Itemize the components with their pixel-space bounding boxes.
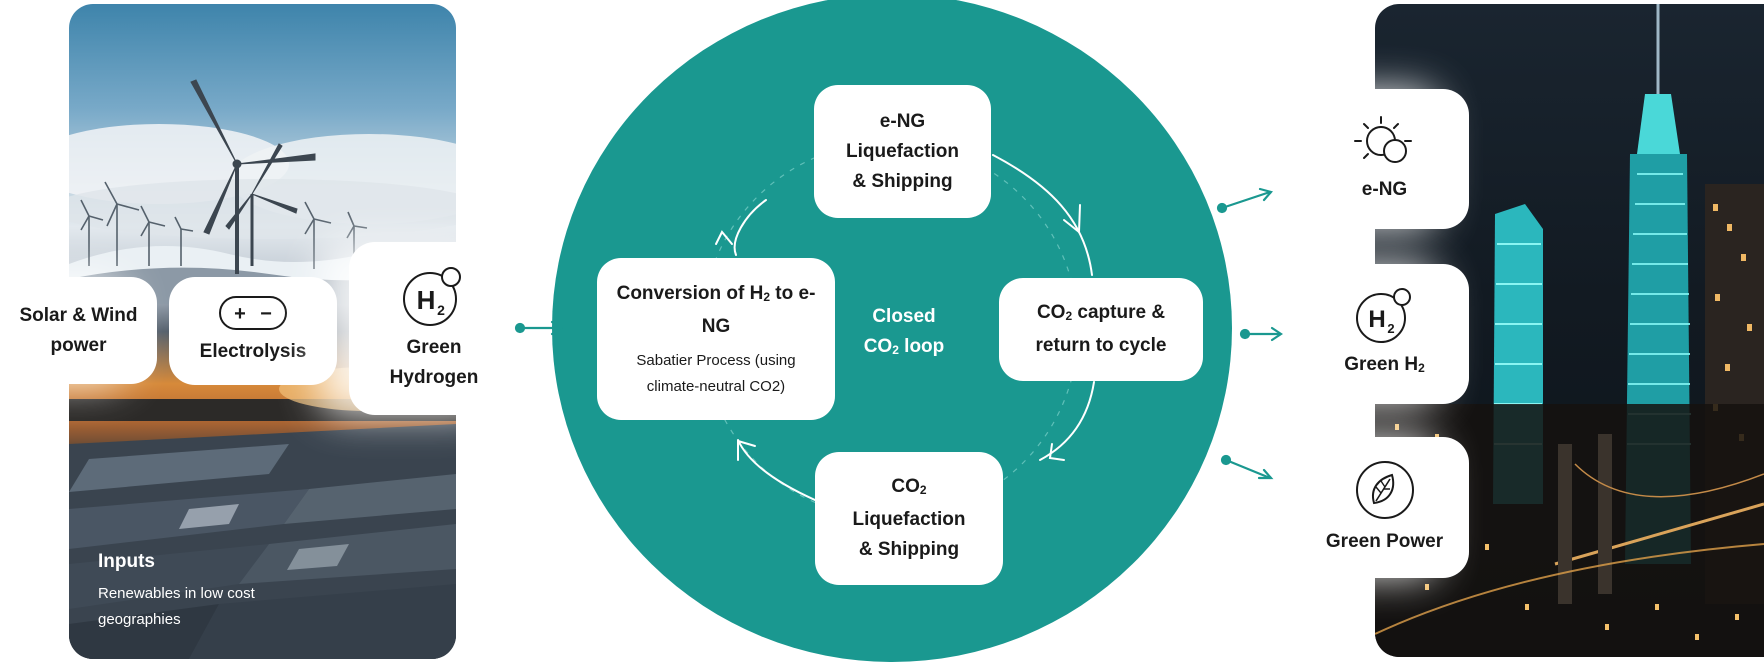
conversion-subtitle: Sabatier Process (using climate-neutral … <box>636 351 796 395</box>
conversion-card: Conversion of H2 to e-NG Sabatier Proces… <box>597 258 835 420</box>
green-h2-output-card: H 2 Green H2 <box>1300 264 1469 404</box>
inputs-subtitle: Renewables in low cost geographies <box>98 585 255 628</box>
svg-text:H: H <box>417 285 436 315</box>
electrolysis-label: Electrolysis <box>199 341 307 362</box>
green-hydrogen-card: H 2 Green Hydrogen <box>349 242 519 415</box>
svg-text:+: + <box>234 303 246 325</box>
electrolysis-card: + − Electrolysis <box>169 277 337 385</box>
co2-liquefaction-label: CO2 Liquefaction & Shipping <box>852 476 966 560</box>
green-hydrogen-label: Green Hydrogen <box>389 336 479 388</box>
svg-text:−: − <box>260 303 272 325</box>
eng-output-label: e-NG <box>1361 179 1408 200</box>
svg-text:2: 2 <box>1387 321 1394 336</box>
green-h2-output-label: Green H2 <box>1344 353 1425 375</box>
svg-text:2: 2 <box>437 302 445 318</box>
inputs-title: Inputs <box>98 551 155 572</box>
renewables-photo <box>69 79 456 659</box>
electrolysis-icon: + − <box>219 296 287 330</box>
svg-text:H: H <box>1368 306 1385 333</box>
solar-wind-card: Solar & Wind power <box>0 277 157 384</box>
solar-wind-label: Solar & Wind power <box>19 304 138 356</box>
eng-liquefaction-card: e-NG Liquefaction & Shipping <box>814 85 991 218</box>
co2-liquefaction-card: CO2 Liquefaction & Shipping <box>815 452 1003 585</box>
hydrogen-icon: H 2 <box>403 266 461 326</box>
green-power-output-label: Green Power <box>1325 530 1444 552</box>
green-power-output-card: Green Power <box>1300 437 1469 578</box>
leaf-icon <box>1355 460 1414 519</box>
inputs-caption: Inputs Renewables in low cost geographie… <box>98 551 268 633</box>
sun-moon-icon <box>1353 116 1412 163</box>
eng-output-card: e-NG <box>1300 89 1469 229</box>
closed-co2-loop-label: Closed CO2 loop <box>863 306 945 357</box>
co2-capture-card: CO2 capture & return to cycle <box>999 278 1203 381</box>
eng-liquefaction-label: e-NG Liquefaction & Shipping <box>846 110 959 192</box>
conversion-title: Conversion of H2 to e-NG <box>616 282 816 337</box>
co2-capture-label: CO2 capture & return to cycle <box>1035 302 1167 356</box>
hydrogen-icon: H 2 <box>1355 287 1411 343</box>
